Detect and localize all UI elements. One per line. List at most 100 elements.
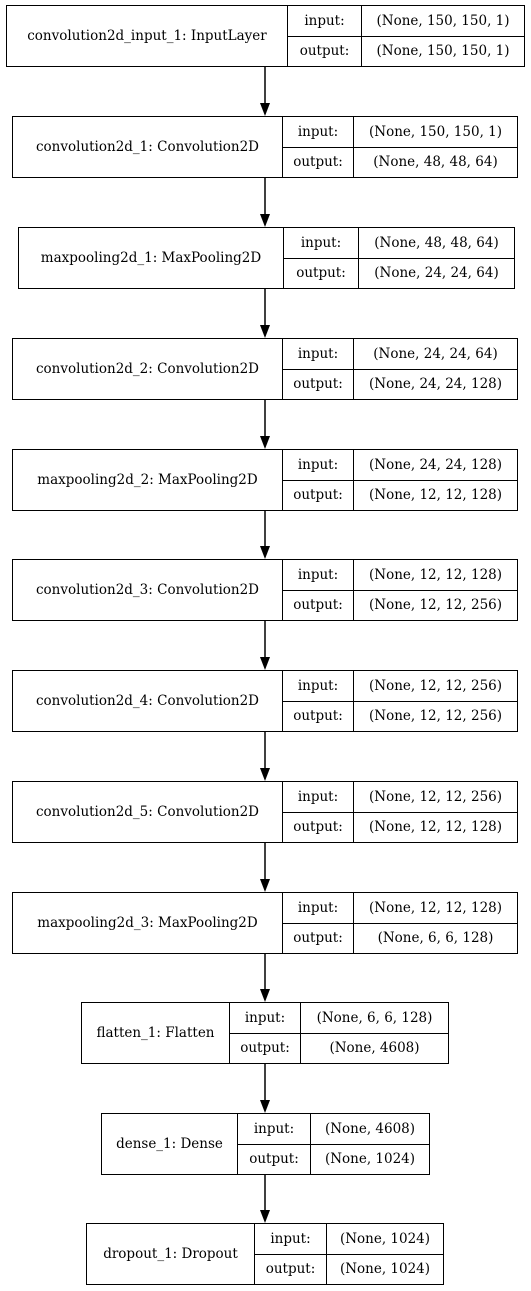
input-shape: (None, 150, 150, 1) [362,6,524,37]
input-shape: (None, 24, 24, 128) [354,450,517,481]
io-values: (None, 150, 150, 1) (None, 150, 150, 1) [362,6,524,66]
layer-name: maxpooling2d_2: MaxPooling2D [13,450,283,510]
io-values: (None, 12, 12, 256) (None, 12, 12, 256) [354,671,517,731]
io-values: (None, 1024) (None, 1024) [327,1224,443,1284]
layer-name: dropout_1: Dropout [87,1224,255,1284]
arrow-head [260,989,270,1002]
layer-name: convolution2d_4: Convolution2D [13,671,283,731]
output-shape: (None, 12, 12, 128) [368,487,503,504]
output-label: output: [293,376,343,393]
output-label: output: [249,1151,299,1168]
output-label: output: [293,597,343,614]
output-label: output: [296,265,346,282]
input-shape: (None, 6, 6, 128) [301,1003,448,1034]
output-label: output: [293,487,343,504]
io-values: (None, 6, 6, 128) (None, 4608) [301,1003,448,1063]
output-shape: (None, 48, 48, 64) [373,154,498,171]
edge-arrow [260,400,270,449]
output-label: output: [240,1040,290,1057]
io-labels: input: output: [283,339,354,399]
input-label: input: [255,1224,326,1255]
arrow-head [260,1100,270,1113]
io-values: (None, 24, 24, 64) (None, 24, 24, 128) [354,339,517,399]
output-shape: (None, 24, 24, 64) [374,265,499,282]
output-shape: (None, 1024) [324,1151,416,1168]
arrow-head [260,1210,270,1223]
output-shape: (None, 150, 150, 1) [376,43,510,60]
io-labels: input: output: [288,6,362,66]
layer-name: convolution2d_3: Convolution2D [13,560,283,620]
output-shape: (None, 12, 12, 256) [368,597,503,614]
input-shape: (None, 48, 48, 64) [359,228,514,259]
input-shape: (None, 12, 12, 128) [354,893,517,924]
edge-arrow [260,843,270,892]
io-values: (None, 12, 12, 128) (None, 6, 6, 128) [354,893,517,953]
io-labels: input: output: [230,1003,301,1063]
input-label: input: [288,6,361,37]
input-shape: (None, 1024) [327,1224,443,1255]
edge-arrow [260,954,270,1002]
input-shape: (None, 12, 12, 128) [354,560,517,591]
output-shape: (None, 6, 6, 128) [377,930,494,947]
output-shape: (None, 1024) [339,1261,431,1278]
output-shape: (None, 4608) [329,1040,420,1057]
layer-name: maxpooling2d_1: MaxPooling2D [19,228,284,288]
arrow-head [260,325,270,338]
io-values: (None, 12, 12, 256) (None, 12, 12, 128) [354,782,517,842]
io-labels: input:output: [283,893,354,953]
layer-name: convolution2d_input_1: InputLayer [7,6,288,66]
input-label: input: [283,450,353,481]
input-label: input: [283,560,353,591]
input-shape: (None, 24, 24, 64) [354,339,517,370]
layer-name: maxpooling2d_3: MaxPooling2D [13,893,283,953]
output-label: output: [293,154,343,171]
input-shape: (None, 12, 12, 256) [354,782,517,813]
io-labels: input: output: [283,450,354,510]
arrow-head [260,103,270,116]
io-labels: input:output: [284,228,359,288]
arrow-head [260,436,270,449]
output-shape: (None, 24, 24, 128) [368,376,503,393]
edge-arrow [260,289,270,338]
layer-name: flatten_1: Flatten [82,1003,230,1063]
io-values: (None, 12, 12, 128) (None, 12, 12, 256) [354,560,517,620]
arrow-head [260,768,270,781]
arrow-head [260,546,270,559]
output-shape: (None, 12, 12, 256) [368,708,503,725]
edge-arrow [260,1175,270,1223]
edge-arrow [260,178,270,227]
output-label: output: [293,819,343,836]
output-label: output: [299,43,350,60]
io-values: (None, 24, 24, 128) (None, 12, 12, 128) [354,450,517,510]
output-label: output: [265,1261,316,1278]
io-labels: input:output: [283,782,354,842]
layer-name: dense_1: Dense [102,1114,238,1174]
input-label: input: [283,671,353,702]
edge-arrow [260,511,270,559]
output-shape: (None, 12, 12, 128) [368,819,503,836]
edge-arrow [260,621,270,670]
output-label: output: [293,708,343,725]
edge-arrow [260,732,270,781]
layer-name: convolution2d_5: Convolution2D [13,782,283,842]
input-label: input: [283,117,353,148]
input-label: input: [238,1114,310,1145]
input-label: input: [230,1003,300,1034]
io-labels: input: output: [283,671,354,731]
io-labels: input: output: [238,1114,311,1174]
input-label: input: [283,339,353,370]
layer-name: convolution2d_2: Convolution2D [13,339,283,399]
input-shape: (None, 12, 12, 256) [354,671,517,702]
input-label: input: [283,893,353,924]
